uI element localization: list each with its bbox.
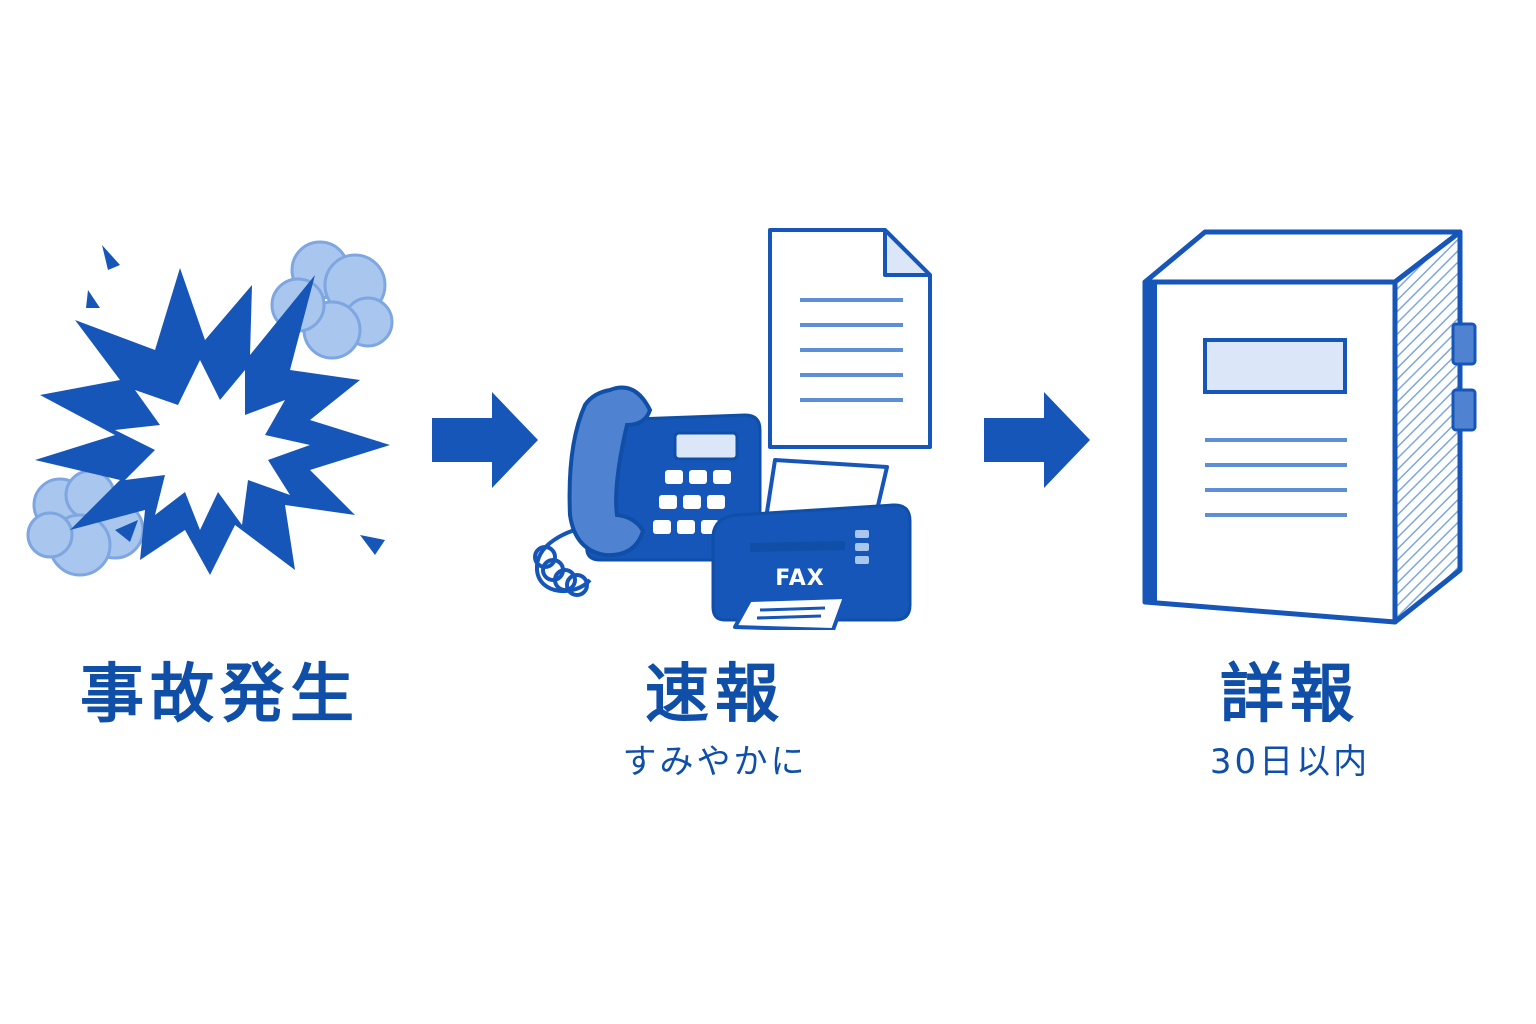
document-icon	[768, 228, 932, 449]
smoke-cloud-top	[270, 240, 394, 360]
step-title-detailed-report: 詳報	[1220, 658, 1360, 732]
phone-fax-icon	[533, 228, 932, 630]
explosion-core	[115, 360, 310, 530]
arrow-right-icon	[984, 392, 1090, 488]
debris	[86, 245, 385, 555]
fax-machine-icon	[711, 458, 912, 630]
explosion-icon	[26, 240, 394, 577]
binder-report-icon	[1142, 229, 1477, 625]
step-title-quick-report: 速報	[645, 658, 785, 732]
arrow-right-icon	[432, 392, 538, 488]
step-subtitle-quick-report: すみやかに	[622, 742, 808, 782]
step-title-accident: 事故発生	[80, 658, 360, 732]
fax-label: FAX	[775, 566, 825, 591]
step-subtitle-detailed-report: 30日以内	[1209, 742, 1371, 782]
